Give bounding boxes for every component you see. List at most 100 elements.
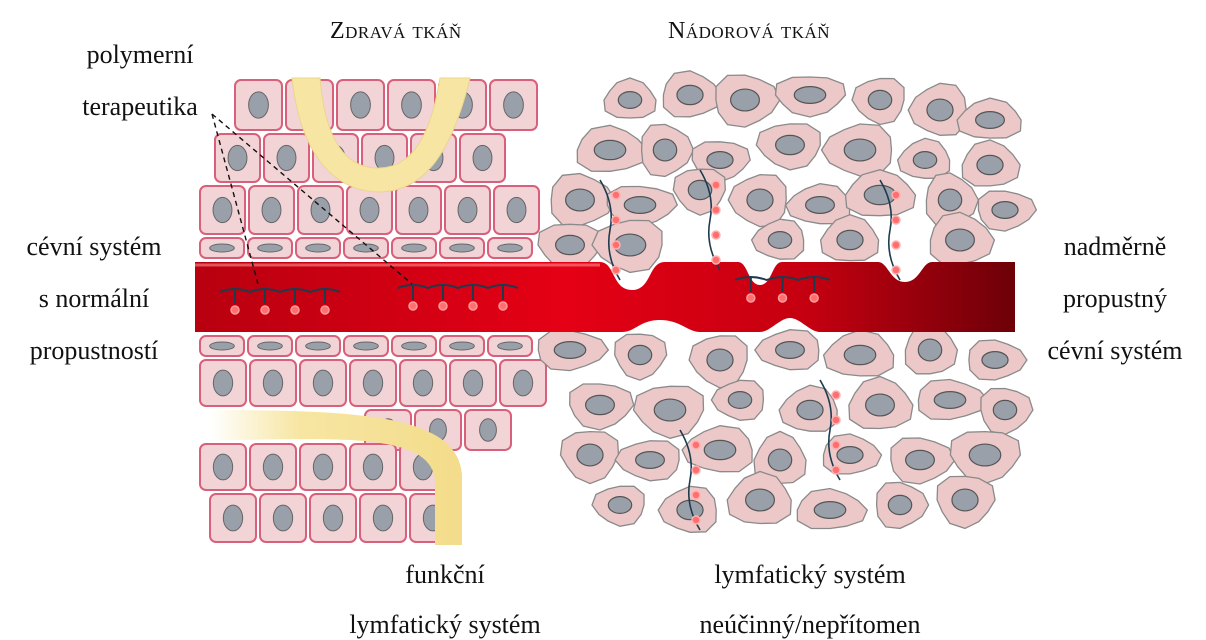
tumor-cell (898, 138, 950, 178)
label-normal-vessel-line1: cévní systém (2, 232, 186, 262)
tumor-cell (891, 438, 955, 484)
healthy-cell (494, 186, 539, 234)
healthy-cell (337, 80, 384, 130)
label-leaky-vessel: nadměrně propustný cévní systém (1025, 232, 1205, 366)
healthy-cell (200, 444, 246, 490)
label-polymer-therapeutics: polymerní terapeutika (50, 40, 230, 122)
tumor-cell (577, 125, 647, 171)
tumor-cell (663, 71, 721, 117)
healthy-cell (465, 410, 511, 450)
healthy-cell (388, 80, 435, 130)
tumor-cell (797, 489, 867, 529)
tumor-cell (615, 441, 679, 481)
healthy-cell (400, 360, 446, 406)
tumor-cell (824, 330, 894, 376)
label-functional-lymph-line1: funkční (330, 560, 560, 590)
healthy-cell (300, 360, 346, 406)
healthy-cell (396, 186, 441, 234)
header-healthy-tissue: Zdravá tkáň (330, 18, 462, 45)
label-leaky-vessel-line3: cévní systém (1025, 336, 1205, 366)
label-absent-lymph-line2: neúčinný/nepřítomen (660, 610, 960, 640)
healthy-cell (296, 336, 340, 356)
tumor-cell (570, 384, 634, 430)
label-normal-vessel: cévní systém s normální propustností (2, 232, 186, 366)
healthy-cell (310, 494, 356, 542)
healthy-cell (250, 444, 296, 490)
tumor-cell (755, 330, 819, 370)
label-functional-lymph-line2: lymfatický systém (330, 610, 560, 640)
tumor-cell (957, 98, 1021, 138)
label-functional-lymph: funkční lymfatický systém (330, 560, 560, 640)
healthy-cell (249, 186, 294, 234)
healthy-cell (344, 238, 388, 258)
tumor-cell (682, 426, 752, 472)
label-normal-vessel-line3: propustností (2, 336, 186, 366)
label-normal-vessel-line2: s normální (2, 284, 186, 314)
healthy-cell (347, 186, 392, 234)
tumor-cell (561, 432, 619, 484)
tumor-cell (604, 78, 656, 118)
healthy-cell (450, 360, 496, 406)
label-absent-lymph-line1: lymfatický systém (660, 560, 960, 590)
tumor-cell (689, 336, 747, 388)
tumor-cell (551, 174, 615, 226)
tumor-cell (908, 83, 966, 135)
label-leaky-vessel-line2: propustný (1025, 284, 1205, 314)
tumor-cell (756, 124, 820, 170)
tumor-cell (978, 191, 1036, 231)
healthy-cell (235, 80, 282, 130)
label-leaky-vessel-line1: nadměrně (1025, 232, 1205, 262)
healthy-cell (264, 134, 309, 182)
tumor-cell (615, 334, 667, 380)
tumor-cell (852, 79, 904, 125)
healthy-cell (488, 238, 532, 258)
healthy-cell (460, 134, 505, 182)
tumor-cell (981, 389, 1033, 435)
healthy-cell (392, 238, 436, 258)
healthy-cell (248, 336, 292, 356)
label-polymer-line1: polymerní (50, 40, 230, 70)
healthy-cell (248, 238, 292, 258)
tumor-cell (538, 331, 608, 371)
tumor-cell (969, 340, 1027, 380)
tumor-cell (634, 386, 704, 438)
healthy-cell (200, 360, 246, 406)
healthy-cell (215, 134, 260, 182)
healthy-cell (500, 360, 546, 406)
healthy-cell (300, 444, 346, 490)
healthy-cell (392, 336, 436, 356)
healthy-cell (250, 360, 296, 406)
healthy-cell (440, 336, 484, 356)
tumor-cell (962, 140, 1020, 186)
healthy-cell (490, 80, 537, 130)
healthy-cell (350, 444, 396, 490)
healthy-cell (488, 336, 532, 356)
tumor-cell (950, 432, 1020, 484)
healthy-cell (344, 336, 388, 356)
tumor-cell (779, 385, 837, 431)
healthy-cell (296, 238, 340, 258)
tumor-cell (776, 77, 846, 117)
healthy-cell (360, 494, 406, 542)
label-polymer-line2: terapeutika (50, 92, 230, 122)
healthy-cell (210, 494, 256, 542)
tumor-cell (642, 124, 694, 176)
healthy-cell (445, 186, 490, 234)
healthy-cell (350, 360, 396, 406)
tumor-cell (658, 486, 716, 532)
tumor-cell (822, 124, 892, 176)
tumor-cell (849, 377, 913, 429)
label-absent-lymph: lymfatický systém neúčinný/nepřítomen (660, 560, 960, 640)
tumor-cell (846, 170, 916, 216)
healthy-cell (260, 494, 306, 542)
healthy-cell (200, 336, 244, 356)
tumor-cell (937, 476, 995, 528)
healthy-cell (200, 238, 244, 258)
healthy-cell (440, 238, 484, 258)
tumor-cell (877, 482, 929, 528)
tumor-cell (592, 486, 644, 526)
header-tumor-tissue: Nádorová tkáň (668, 18, 830, 45)
tumor-cell (716, 75, 780, 127)
tumor-cell (918, 380, 988, 420)
tumor-cell (728, 175, 786, 227)
